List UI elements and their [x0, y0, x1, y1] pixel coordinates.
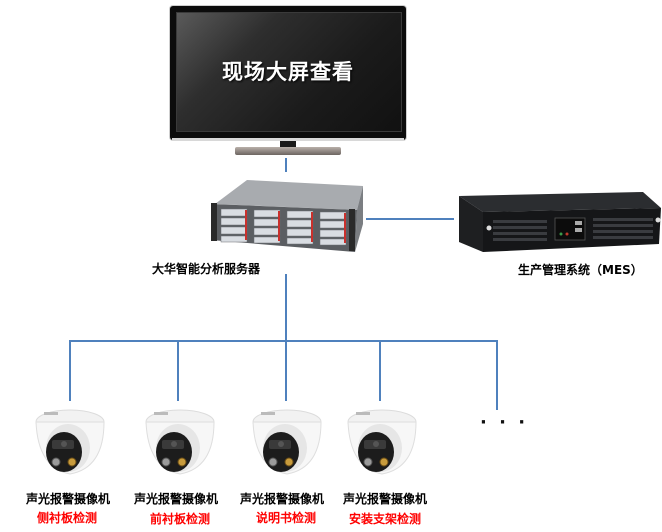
- link-monitor-server: [285, 158, 287, 172]
- link-server-mes: [366, 218, 454, 220]
- camera-1-task: 侧衬板检测: [37, 511, 98, 525]
- tv-stand-neck: [280, 141, 296, 149]
- camera-2-task: 前衬板检测: [150, 512, 211, 526]
- camera-icon: [35, 409, 105, 475]
- camera-4-name: 声光报警摄像机: [343, 492, 428, 506]
- tv-bezel: [172, 138, 404, 141]
- drop-more: [496, 340, 498, 410]
- camera-2-name: 声光报警摄像机: [134, 492, 219, 506]
- tv-stand-base: [235, 147, 341, 155]
- camera-3-task: 说明书检测: [256, 511, 317, 525]
- drop-camera-3: [285, 340, 287, 401]
- link-server-bus: [285, 274, 287, 340]
- camera-icon: [347, 409, 417, 475]
- camera-icon: [145, 409, 215, 475]
- camera-bus: [69, 340, 497, 342]
- drop-camera-4: [379, 340, 381, 401]
- rack-server-icon: [211, 180, 363, 252]
- tv-screen: [176, 12, 402, 132]
- drop-camera-2: [177, 340, 179, 401]
- camera-4-task: 安装支架检测: [349, 512, 422, 526]
- mes-label: 生产管理系统（MES）: [518, 263, 643, 277]
- camera-1-name: 声光报警摄像机: [26, 492, 111, 506]
- industrial-pc-icon: [459, 192, 661, 252]
- server-label: 大华智能分析服务器: [152, 262, 261, 276]
- camera-3-name: 声光报警摄像机: [240, 492, 325, 506]
- drop-camera-1: [69, 340, 71, 401]
- more-cameras-ellipsis: · · ·: [480, 412, 529, 433]
- monitor-title: 现场大屏查看: [222, 60, 354, 84]
- camera-icon: [252, 409, 322, 475]
